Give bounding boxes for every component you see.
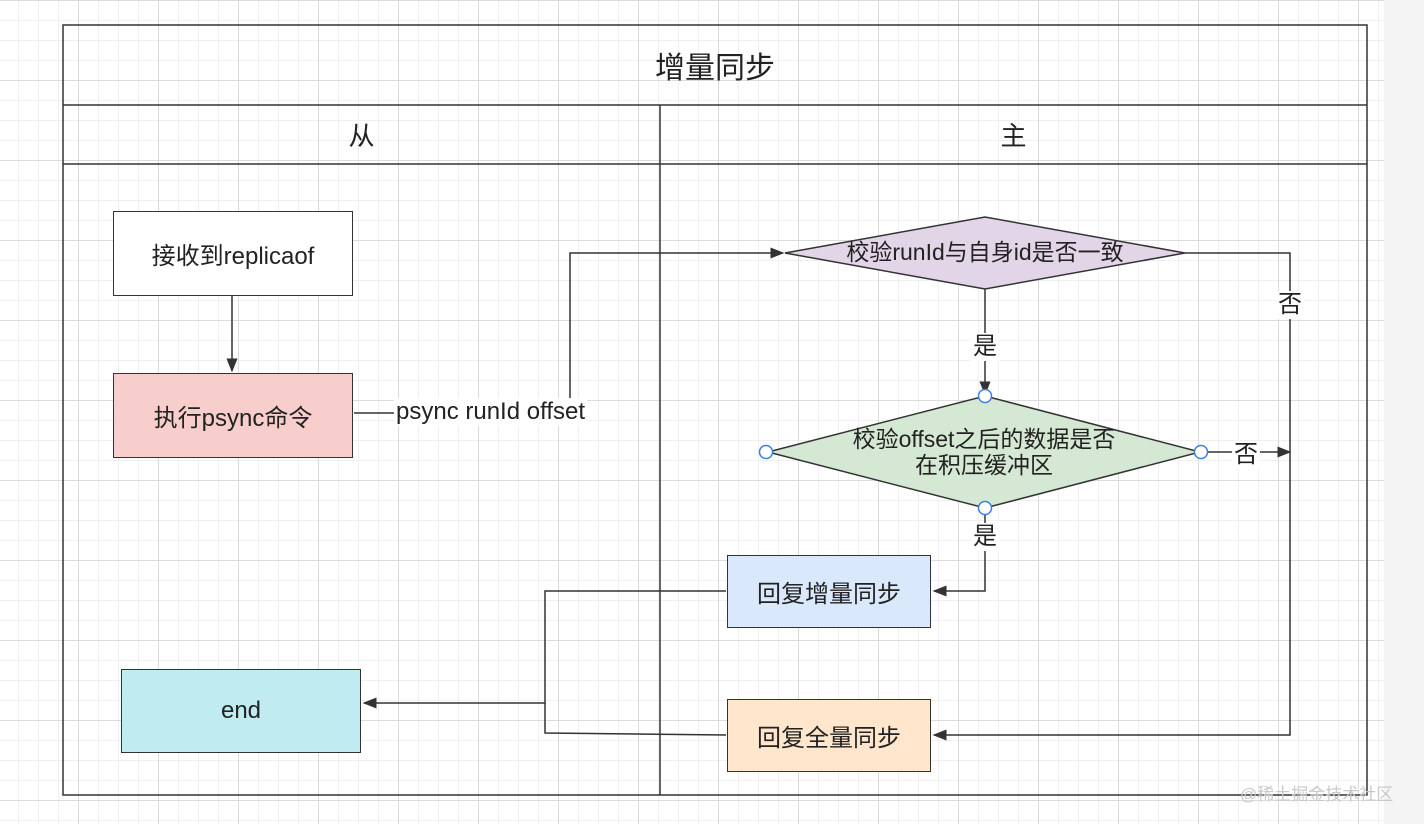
connection-point-right[interactable] — [1193, 444, 1209, 460]
check-offset-label-line1: 校验offset之后的数据是否 — [852, 426, 1116, 452]
edge-label-no-runid: 否 — [1276, 291, 1304, 319]
connection-point-top[interactable] — [977, 388, 993, 404]
node-reply-full[interactable]: 回复全量同步 — [727, 699, 931, 772]
edge-label-no-offset: 否 — [1232, 441, 1260, 469]
edge-label-psync-runid-offset: psync runId offset — [394, 398, 587, 426]
node-reply-incremental[interactable]: 回复增量同步 — [727, 555, 931, 628]
swimlane-frame — [62, 24, 1368, 796]
edge-incremental-to-end — [362, 590, 726, 709]
diagram-title: 增量同步 — [655, 52, 775, 85]
edge-runid-no — [932, 252, 1291, 741]
watermark-text: @稀土掘金技术社区 — [1240, 785, 1394, 804]
node-execute-psync[interactable]: 执行psync命令 — [113, 373, 353, 458]
lane-header-slave: 从 — [348, 121, 375, 151]
node-receive-replicaof[interactable]: 接收到replicaof — [113, 211, 353, 296]
node-end[interactable]: end — [121, 669, 361, 753]
lane-header-master: 主 — [1000, 121, 1027, 151]
edge-label-yes-runid: 是 — [971, 333, 999, 361]
edge-label-yes-offset: 是 — [971, 523, 999, 551]
connection-point-left[interactable] — [758, 444, 774, 460]
check-offset-label-line2: 在积压缓冲区 — [915, 452, 1053, 478]
connection-point-bottom[interactable] — [977, 500, 993, 516]
edge-full-to-end — [544, 703, 727, 736]
right-margin-strip — [1384, 0, 1424, 824]
check-runid-label: 校验runId与自身id是否一致 — [846, 239, 1124, 265]
